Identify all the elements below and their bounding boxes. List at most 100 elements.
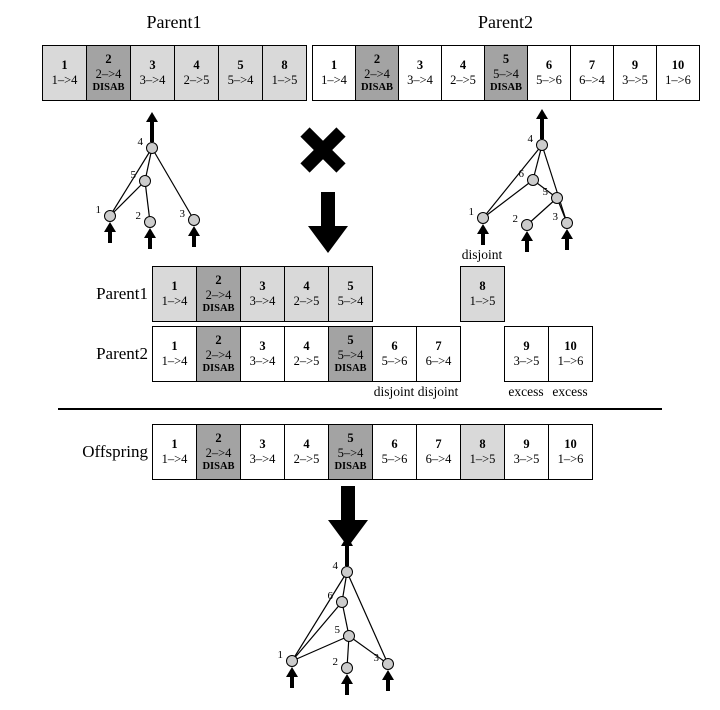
separator-line	[58, 408, 662, 410]
edge-3-4	[346, 571, 389, 665]
network-node-6	[527, 174, 539, 186]
network-node-label-1: 1	[278, 649, 284, 661]
network-node-1	[477, 212, 489, 224]
input-arrow-icon	[188, 226, 200, 236]
output-arrow-icon	[341, 536, 353, 546]
network-node-2	[341, 662, 353, 674]
edge-2-5	[526, 197, 558, 226]
edge-2-5	[144, 180, 151, 223]
network-node-label-5: 5	[131, 169, 137, 181]
parent1-title: Parent1	[146, 12, 202, 32]
disjoint-label-gene7: disjoint	[417, 384, 459, 399]
network-node-label-1: 1	[469, 206, 475, 218]
network-node-4	[536, 139, 548, 151]
offspring-down-arrow-icon	[328, 486, 368, 547]
edge-1-4	[109, 147, 153, 217]
input-arrow-icon	[521, 231, 533, 241]
network-node-label-2: 2	[333, 656, 339, 668]
input-arrow-icon	[477, 224, 489, 234]
edge-3-4	[541, 144, 568, 224]
input-arrow-icon	[104, 222, 116, 232]
edge-3-4	[151, 147, 195, 221]
disjoint-label-gene8: disjoint	[461, 247, 503, 262]
network-node-label-6: 6	[328, 590, 334, 602]
network-node-2	[521, 219, 533, 231]
network-node-4	[341, 566, 353, 578]
network-node-2	[144, 216, 156, 228]
network-node-label-4: 4	[138, 136, 144, 148]
network-node-1	[286, 655, 298, 667]
parent2-title: Parent2	[478, 12, 533, 32]
network-node-3	[188, 214, 200, 226]
network-node-5	[139, 175, 151, 187]
network-node-label-3: 3	[180, 208, 186, 220]
network-node-4	[146, 142, 158, 154]
aligned-parent2-label: Parent2	[96, 344, 148, 363]
input-arrow-icon	[286, 667, 298, 677]
network-node-label-6: 6	[519, 168, 525, 180]
input-arrow-icon	[341, 674, 353, 684]
edge-1-5	[109, 180, 146, 217]
network-node-label-2: 2	[513, 213, 519, 225]
network-node-label-3: 3	[553, 211, 559, 223]
network-node-label-4: 4	[528, 133, 534, 145]
network-node-label-3: 3	[374, 652, 380, 664]
output-arrow-icon	[146, 112, 158, 122]
network-node-5	[343, 630, 355, 642]
input-arrow-icon	[144, 228, 156, 238]
network-node-3	[382, 658, 394, 670]
crossover-down-arrow-icon	[308, 192, 348, 253]
network-node-label-2: 2	[136, 210, 142, 222]
edge-3-5	[348, 635, 389, 665]
network-node-label-4: 4	[333, 560, 339, 572]
edge-6-4	[532, 144, 543, 181]
network-node-6	[336, 596, 348, 608]
excess-label-gene10: excess	[552, 384, 588, 399]
aligned-parent1-label: Parent1	[96, 284, 148, 303]
edge-1-5	[291, 635, 350, 662]
edge-1-6	[482, 179, 534, 219]
network-node-label-5: 5	[335, 624, 341, 636]
disjoint-label-gene6: disjoint	[373, 384, 415, 399]
excess-label-gene9: excess	[508, 384, 544, 399]
edge-1-4	[291, 571, 348, 662]
crossover-x-icon	[300, 127, 346, 173]
edge-1-4	[482, 144, 543, 219]
offspring-network: 4 6 5 1 2 3	[278, 536, 394, 695]
